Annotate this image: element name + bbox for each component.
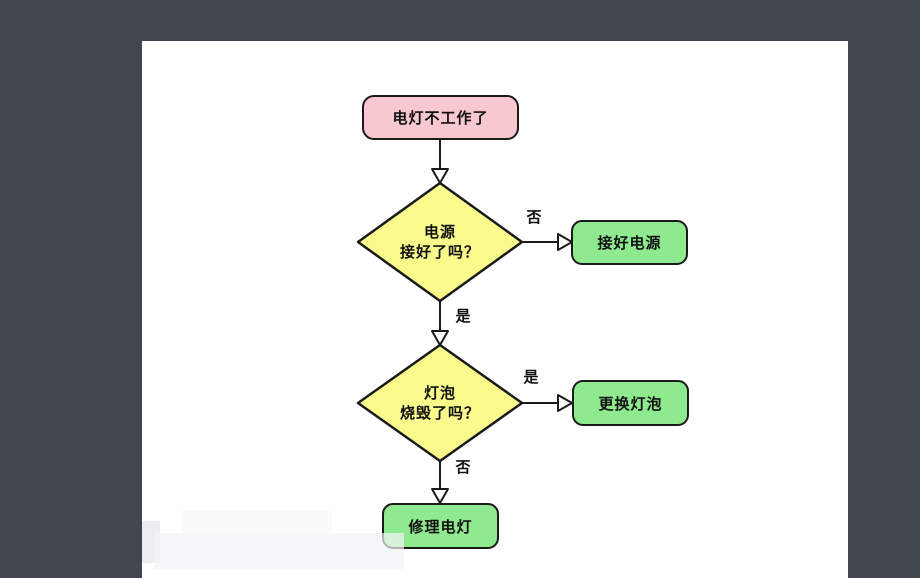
diagram-svg bbox=[356, 140, 573, 504]
edge-label-power-yes: 是 bbox=[455, 307, 471, 325]
arrowhead-right-1 bbox=[557, 233, 573, 251]
arrowhead-down-2 bbox=[431, 330, 449, 346]
edge-label-bulb-no: 否 bbox=[455, 458, 471, 476]
edge-label-bulb-yes: 是 bbox=[523, 368, 539, 386]
decision-bulb-diamond bbox=[356, 343, 524, 463]
action-connect-power-node: 接好电源 bbox=[571, 220, 688, 265]
start-node: 电灯不工作了 bbox=[362, 95, 519, 140]
arrowhead-right-2 bbox=[557, 394, 573, 412]
action-repair-lamp-node: 修理电灯 bbox=[382, 503, 499, 549]
flowchart-canvas: 电灯不工作了 电源 接好了吗？ 接好电源 灯泡 烧毁了吗？ 更换灯泡 修理电灯 … bbox=[142, 41, 848, 578]
decision-power-diamond bbox=[356, 181, 524, 303]
edge-label-power-no: 否 bbox=[526, 208, 542, 226]
arrowhead-down-1 bbox=[431, 168, 449, 184]
arrowhead-down-3 bbox=[431, 488, 449, 504]
action-replace-bulb-node: 更换灯泡 bbox=[572, 380, 689, 426]
